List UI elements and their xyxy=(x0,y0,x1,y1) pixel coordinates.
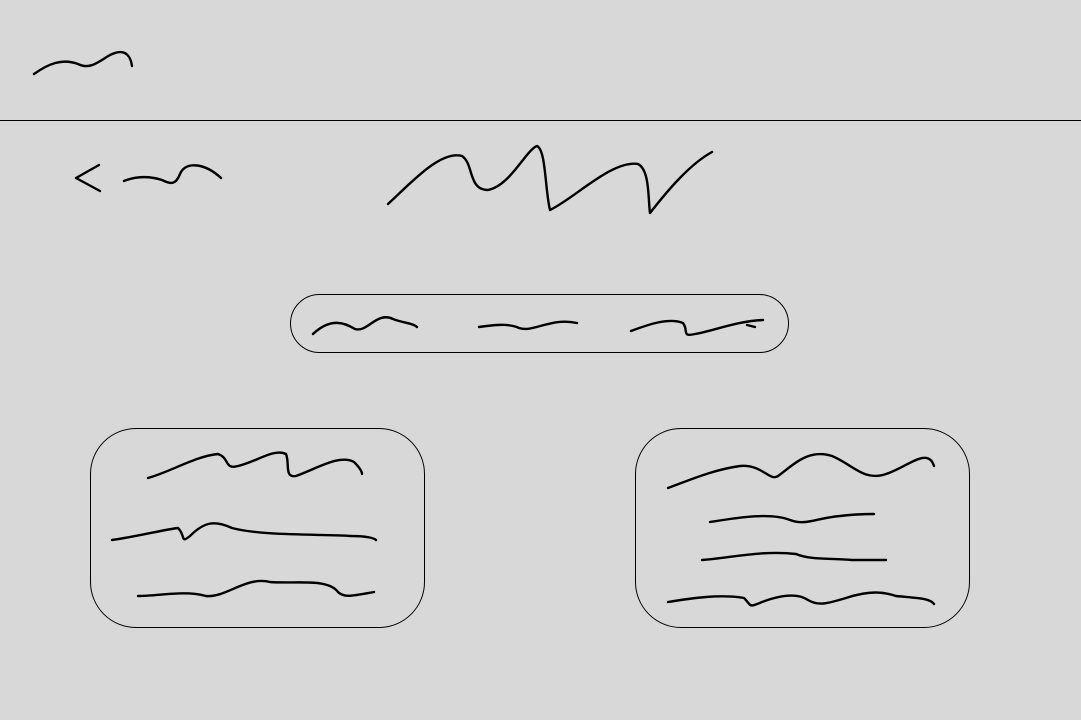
card-right-scribble xyxy=(666,452,936,607)
logo-scribble xyxy=(32,50,134,76)
segment-option-1-scribble xyxy=(311,316,419,336)
back-button[interactable] xyxy=(70,158,225,194)
chevron-left-icon xyxy=(74,163,102,193)
card-left-scribble xyxy=(110,451,378,598)
card-right[interactable] xyxy=(635,428,970,628)
card-left[interactable] xyxy=(90,428,425,628)
app-header xyxy=(0,0,1081,121)
segmented-control xyxy=(290,294,789,353)
page-title xyxy=(385,140,715,218)
app-logo[interactable] xyxy=(30,46,135,78)
segment-option-1[interactable] xyxy=(307,307,419,339)
segment-option-3-scribble xyxy=(629,318,765,336)
segment-option-2-scribble xyxy=(477,320,579,331)
page-title-scribble xyxy=(386,144,714,215)
segment-option-3[interactable] xyxy=(625,307,767,339)
back-label-scribble xyxy=(122,164,223,185)
segment-option-2[interactable] xyxy=(473,307,579,339)
